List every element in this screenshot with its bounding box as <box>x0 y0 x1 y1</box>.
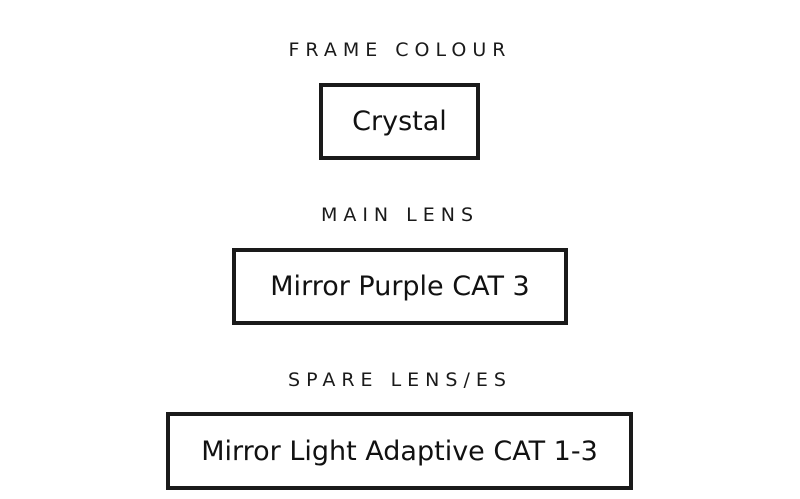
spare-lenses-value: Mirror Light Adaptive CAT 1-3 <box>166 412 633 490</box>
main-lens-heading: MAIN LENS <box>320 204 480 226</box>
main-lens-value: Mirror Purple CAT 3 <box>232 248 568 325</box>
spare-lenses-heading: SPARE LENS/ES <box>288 369 512 391</box>
frame-colour-value: Crystal <box>319 83 480 160</box>
frame-colour-heading: FRAME COLOUR <box>288 39 512 61</box>
